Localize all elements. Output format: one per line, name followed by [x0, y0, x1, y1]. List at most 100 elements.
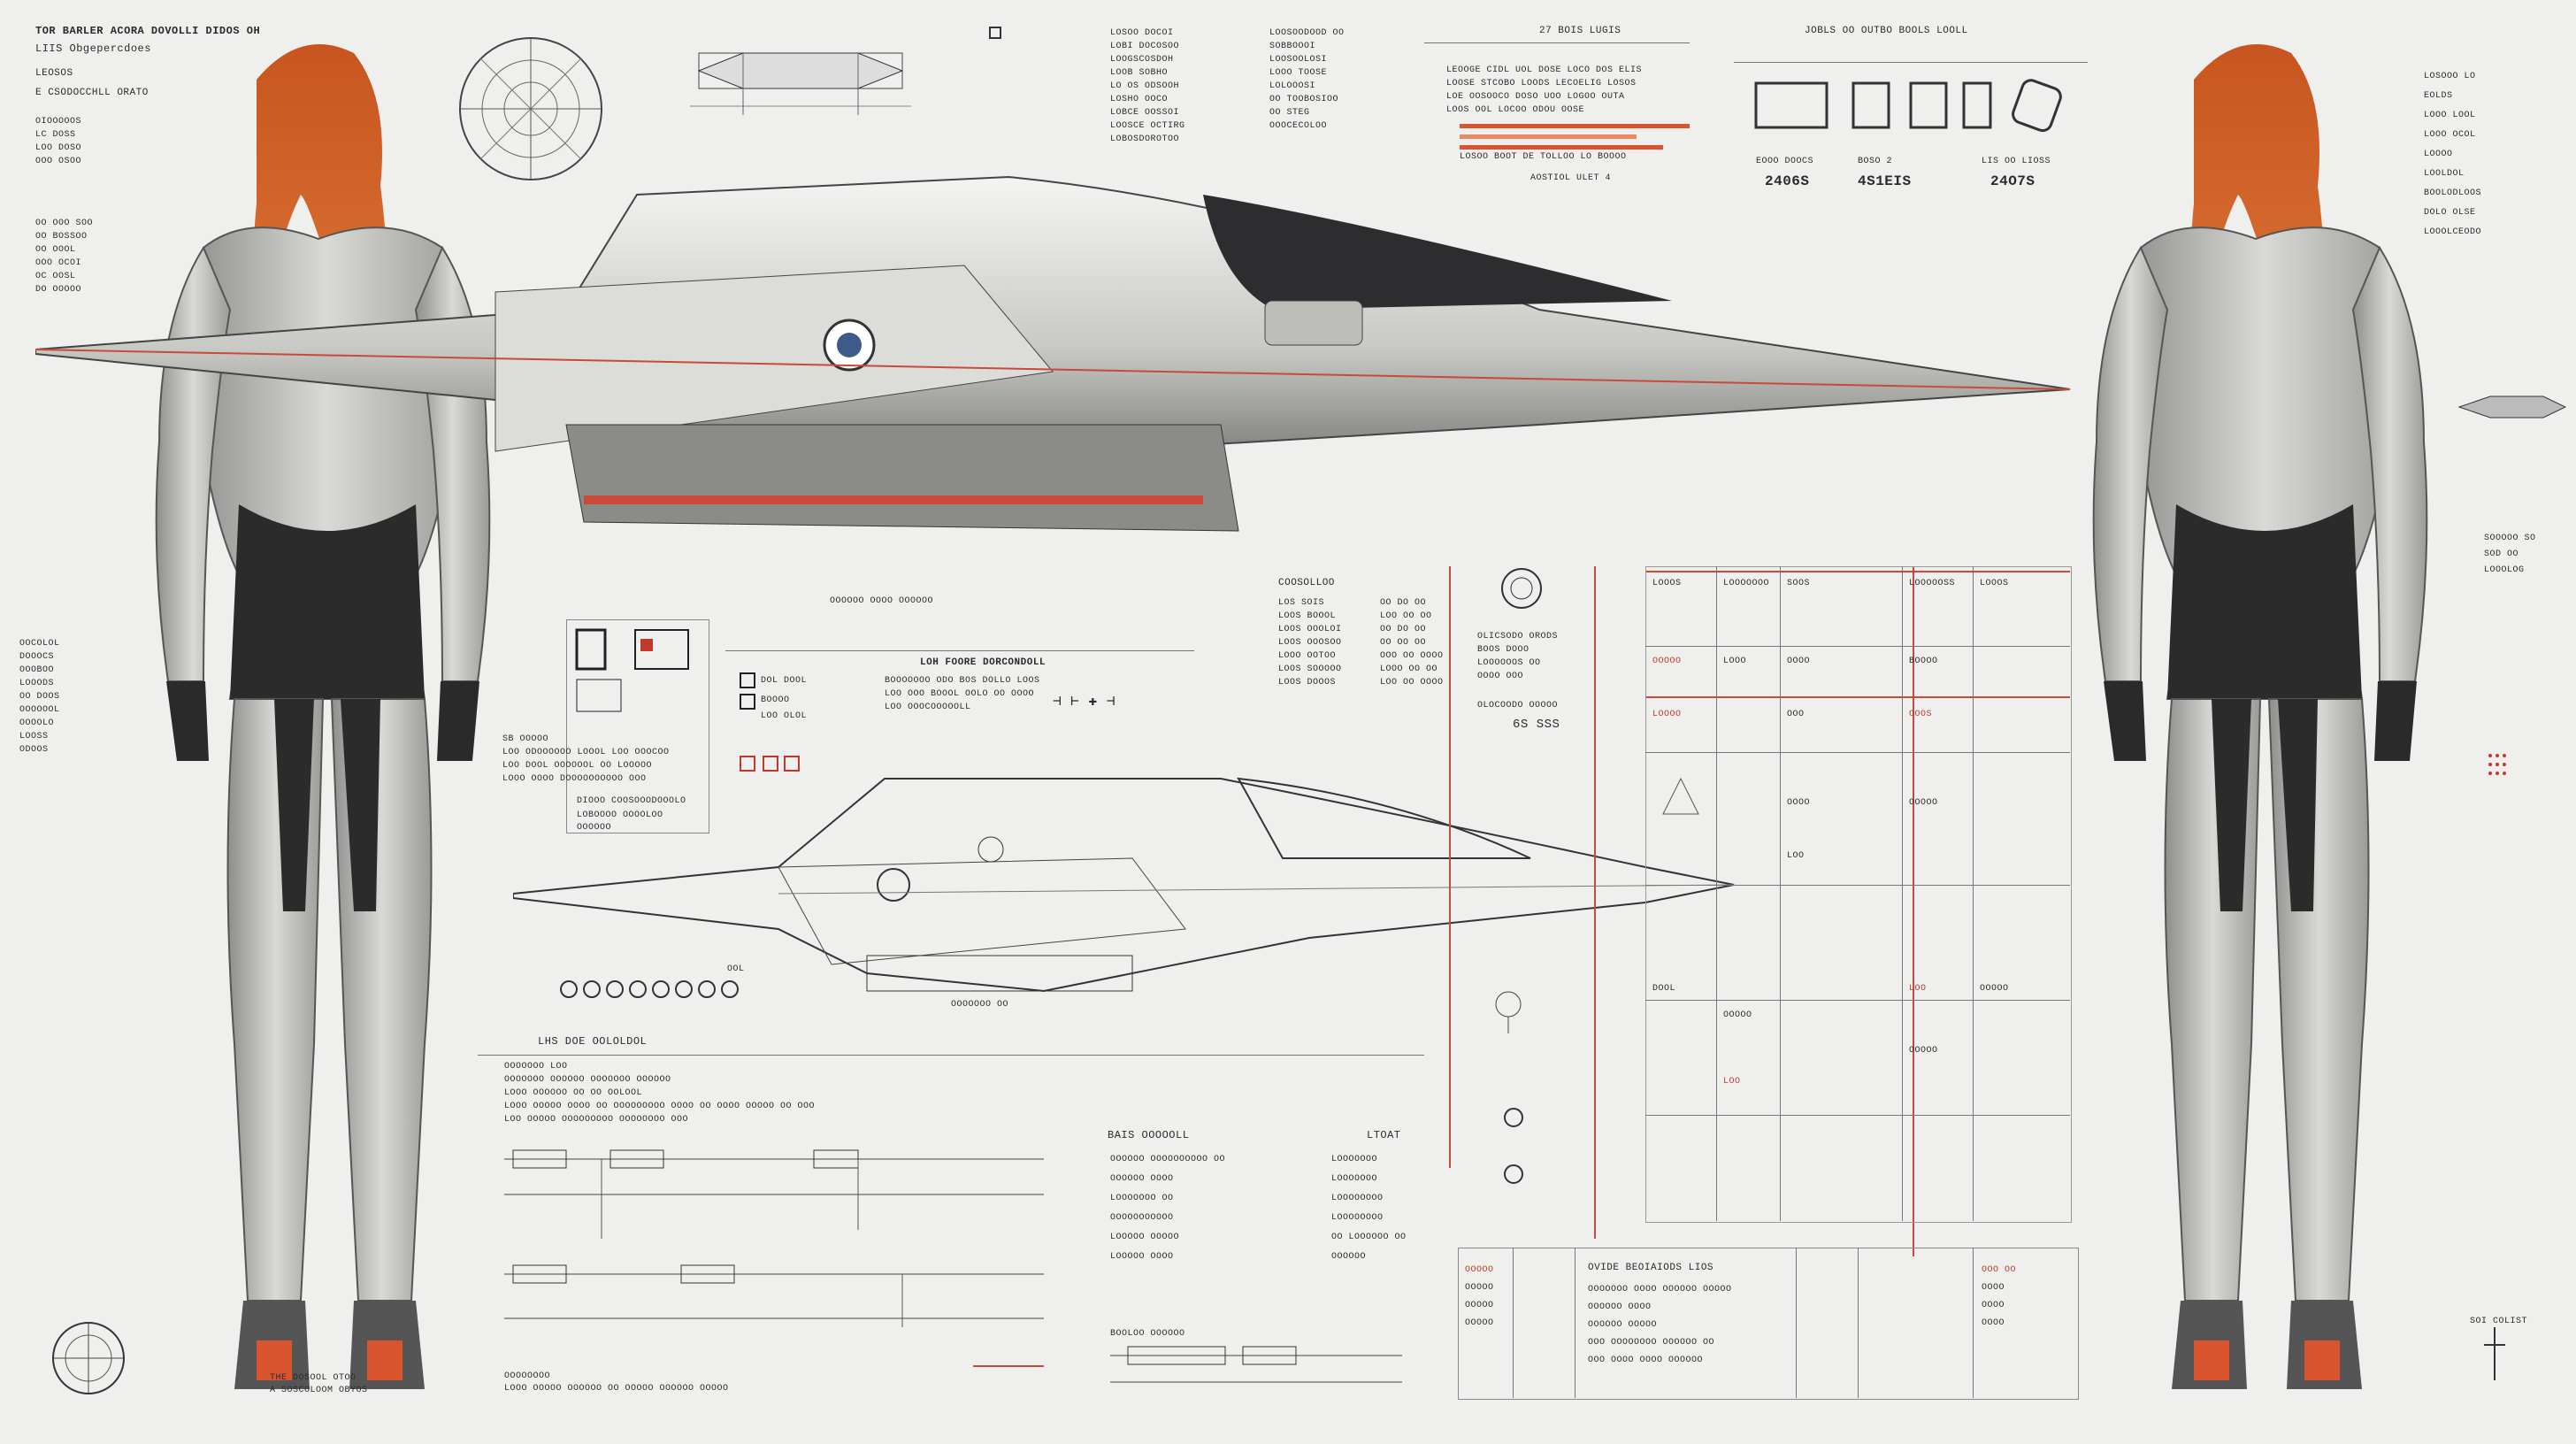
center-value: OOO OO OOOO — [1380, 651, 1444, 661]
left-lower-line: DOOOCS — [19, 652, 55, 662]
center-mid-line: LOOOOOOS OO — [1477, 658, 1541, 668]
table-cell: DOOL — [1652, 984, 1676, 994]
antenna-icon — [2484, 1327, 2505, 1380]
bottom-center-line: LOOOOO OOOOO — [1110, 1233, 1180, 1242]
bottom-center-foot: BOOLOO OOOOOO — [1110, 1329, 1185, 1339]
table-guide — [1645, 571, 2070, 572]
spaceship-side-view — [35, 175, 2071, 532]
bottom-left-line: LOOO OOOOOO OO OO OOLOOL — [504, 1088, 643, 1098]
dims-value: 24O7S — [1990, 173, 2036, 189]
left-spec-line: OO BOSSOO — [35, 232, 88, 242]
table-guide — [1594, 566, 1596, 1239]
dims-label: EOOO DOOCS — [1756, 157, 1814, 166]
left-spec-line: OOO OCOI — [35, 258, 82, 268]
round-toggle[interactable] — [675, 980, 693, 998]
round-toggle[interactable] — [606, 980, 624, 998]
bottom-center-line: LOOOOO OOOO — [1110, 1252, 1174, 1262]
bottom-center-value: OOOOOO — [1331, 1252, 1367, 1262]
control-checkbox-red[interactable] — [784, 756, 800, 772]
control-checkbox[interactable] — [740, 694, 755, 710]
table-guide — [1449, 566, 1451, 1168]
mid-left-frame — [566, 619, 709, 833]
right-panel-line: EOLDS — [2424, 91, 2453, 101]
mid-left-heading: LOH FOORE DORCONDOLL — [920, 657, 1046, 668]
top-col-line: OO STEG — [1269, 108, 1310, 118]
dims-title: JOBLS OO OUTBO BOOLS LOOLL — [1805, 26, 1968, 36]
bottom-left-line: OOOOOOO LOO — [504, 1062, 568, 1071]
bottom-left-timing-diagram — [504, 1149, 1044, 1327]
table-col — [1973, 566, 1974, 1221]
red-dot-grid — [2488, 752, 2509, 787]
control-checkbox-red[interactable] — [763, 756, 778, 772]
top-col-line: LO OS ODSOOH — [1110, 81, 1180, 91]
mid-left-side-line: LOOO OOOO DOOOOOOOOOO OOO — [502, 774, 647, 784]
center-mid-note: OLOCOODO OOOOO — [1477, 701, 1559, 710]
bottom-center-line: LOOOOOOO OO — [1110, 1194, 1174, 1203]
icon-label: DOL DOOL — [761, 676, 808, 686]
mid-left-row: LOO OOO BOOOL OOLO OO OOOO — [885, 689, 1035, 699]
table-cell: OOOO — [1787, 657, 1811, 666]
table-col — [1796, 1248, 1797, 1398]
mid-left-side-line: SB OOOOO — [502, 734, 549, 744]
bottom-center-line: OOOOOOOOOOO — [1110, 1213, 1174, 1223]
top-col-1: LOSOO DOCOI LOBI DOCOSOO LOOGSCOSDOH LOO… — [1110, 27, 1185, 146]
table-row — [1645, 885, 2070, 886]
bottom-table-side-cell: OOOOO — [1465, 1301, 1494, 1310]
sheet-title: TOR BARLER ACORA DOVOLLI DIDOS OH — [35, 25, 261, 37]
target-icon — [1501, 568, 1542, 609]
right-panel-line: LOOLDOL — [2424, 169, 2465, 179]
left-lower-line: OOCOLOL — [19, 639, 60, 649]
left-spec-list-2: OO OOO SOO OO BOSSOO OO OOOL OOO OCOI OC… — [35, 217, 142, 296]
round-toggle[interactable] — [629, 980, 647, 998]
left-small-label: LEOSOS — [35, 68, 73, 79]
left-lower-line: OO DOOS — [19, 692, 60, 702]
top-col-line: LOSOO DOCOI — [1110, 28, 1174, 38]
spec-footer: LOSOO BOOT DE TOLLOO LO BOOOO — [1460, 152, 1627, 162]
bottom-table-right-cell: OOO OO — [1982, 1265, 2017, 1275]
table-cell: OOO — [1787, 710, 1805, 719]
table-row — [1645, 1000, 2070, 1001]
bottom-table-right-cell: OOOO — [1982, 1301, 2005, 1310]
pilot-figure-right — [2092, 44, 2428, 1389]
play-controls-icon[interactable]: ⊣ ⊢ ✚ ⊣ — [1053, 694, 1116, 710]
table-cell: LOO — [1787, 851, 1805, 861]
table-col — [1716, 566, 1717, 1221]
spec-line: LOOSE STCOBO LOODS LECOELIG LOSOS — [1446, 79, 1637, 88]
round-toggle[interactable] — [698, 980, 716, 998]
table-header: SOOS — [1787, 579, 1811, 588]
divider — [478, 1055, 1424, 1056]
top-col-line: LOOB SOBHO — [1110, 68, 1169, 78]
dims-label: LIS OO LIOSS — [1982, 157, 2051, 166]
center-value: OO OO OO — [1380, 638, 1427, 648]
top-col-line: LOBI DOCOSOO — [1110, 42, 1180, 51]
round-indicator[interactable] — [1504, 1108, 1523, 1127]
bottom-center-bars — [1110, 1346, 1402, 1383]
right-panel-bottom-line: LOOOLOG — [2484, 565, 2525, 575]
round-toggle[interactable] — [560, 980, 578, 998]
center-value: LOO OO OO — [1380, 611, 1432, 621]
spec-table — [1645, 566, 2072, 1223]
center-mid-value: 6S SSS — [1513, 718, 1560, 732]
control-checkbox[interactable] — [740, 672, 755, 688]
round-toggle[interactable] — [652, 980, 670, 998]
control-checkbox-red[interactable] — [740, 756, 755, 772]
round-indicator[interactable] — [1504, 1164, 1523, 1184]
round-toggle[interactable] — [583, 980, 601, 998]
left-lower-line: OOOOOOL — [19, 705, 60, 715]
right-panel-line: DOLO OLSE — [2424, 208, 2476, 218]
mid-left-sub: DIOOO COOSOOODOOOLO — [577, 796, 686, 806]
icon-label: BOOOO — [761, 695, 790, 705]
left-spec-line: OO OOO SOO — [35, 219, 94, 228]
table-cell: LOOO — [1723, 657, 1747, 666]
center-row: LOOS OOOLOI — [1278, 625, 1342, 634]
table-header: LOOOOOOO — [1723, 579, 1770, 588]
right-panel-line: LOOOLCEODO — [2424, 227, 2482, 237]
right-panel-bottom: SOOOOO SO SOD OO LOOOLOG — [2484, 531, 2536, 579]
top-col-line: SOBBOOOI — [1269, 42, 1316, 51]
center-value: LOOO OO OO — [1380, 664, 1438, 674]
center-mid-line: BOOS DOOO — [1477, 645, 1530, 655]
round-toggle[interactable] — [721, 980, 739, 998]
checkbox-square[interactable] — [989, 27, 1001, 39]
table-col — [1780, 566, 1781, 1221]
bottom-center-value: OO LOOOOOO OO — [1331, 1233, 1407, 1242]
